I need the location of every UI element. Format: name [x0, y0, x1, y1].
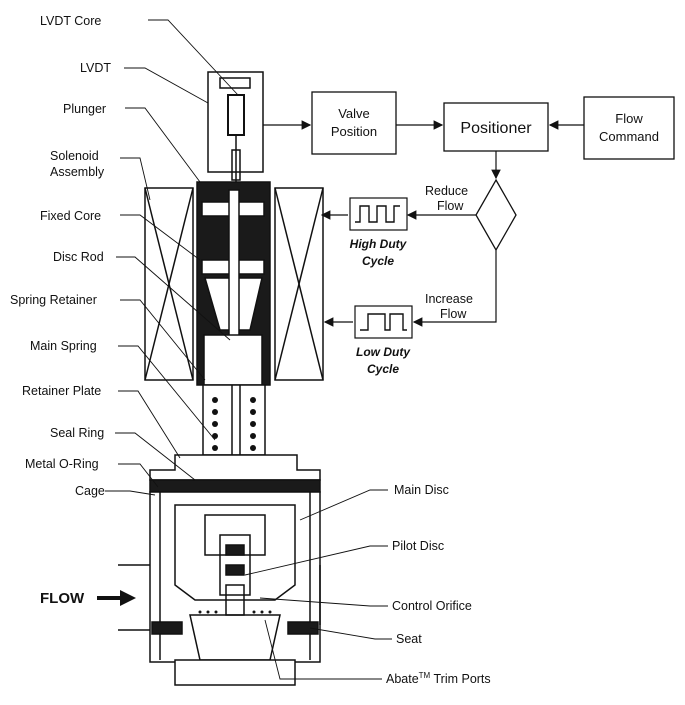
main-spring	[212, 397, 256, 451]
control-loop: Valve Position Positioner Flow Command R…	[263, 91, 675, 376]
label-seal-ring: Seal Ring	[50, 426, 104, 440]
low-duty-line1: Low Duty	[356, 345, 411, 359]
decision-diamond	[475, 178, 517, 252]
valve-position-line2: Position	[331, 124, 377, 139]
left-labels: LVDT Core LVDT Plunger Solenoid Assembly…	[10, 14, 111, 498]
seal-ring-band	[149, 479, 321, 493]
label-fixed-core: Fixed Core	[40, 209, 101, 223]
low-duty-wave	[360, 313, 407, 331]
label-lvdt-core: LVDT Core	[40, 14, 101, 28]
label-trim-ports: AbateTM Trim Ports	[386, 671, 491, 686]
lvdt-core	[227, 94, 245, 136]
valve-position-line1: Valve	[338, 106, 370, 121]
flow-label: FLOW	[40, 590, 85, 607]
right-labels: Main Disc Pilot Disc Control Orifice Sea…	[386, 483, 491, 686]
label-pilot-disc: Pilot Disc	[392, 539, 444, 553]
label-cage: Cage	[75, 484, 105, 498]
high-duty-line1: High Duty	[350, 237, 408, 251]
high-duty-line2: Cycle	[362, 254, 394, 268]
label-solenoid-line1: Solenoid	[50, 149, 99, 163]
label-solenoid-line2: Assembly	[50, 165, 105, 179]
positioner-label: Positioner	[460, 120, 532, 137]
positioner-box	[443, 102, 549, 152]
label-control-orifice: Control Orifice	[392, 599, 472, 613]
label-plunger: Plunger	[63, 102, 106, 116]
flow-command-line2: Command	[599, 129, 659, 144]
right-leader-lines	[244, 489, 392, 680]
low-duty-line2: Cycle	[367, 362, 399, 376]
flow-indicator: FLOW	[40, 590, 136, 607]
label-seat: Seat	[396, 632, 422, 646]
valve-cross-section	[118, 71, 324, 686]
flow-command-line1: Flow	[615, 111, 643, 126]
reduce-flow-line1: Reduce	[425, 184, 468, 198]
valve-position-box	[311, 91, 397, 155]
reduce-flow-line2: Flow	[437, 199, 464, 213]
label-main-disc: Main Disc	[394, 483, 449, 497]
label-disc-rod: Disc Rod	[53, 250, 104, 264]
label-retainer-plate: Retainer Plate	[22, 384, 101, 398]
increase-flow-line2: Flow	[440, 307, 467, 321]
high-duty-wave	[355, 205, 400, 223]
label-main-spring: Main Spring	[30, 339, 97, 353]
high-duty-box	[349, 197, 408, 231]
left-leader-lines	[105, 19, 239, 496]
label-spring-retainer: Spring Retainer	[10, 293, 97, 307]
trim-port-dots	[198, 610, 272, 614]
label-metal-o-ring: Metal O-Ring	[25, 457, 99, 471]
flow-command-box	[583, 96, 675, 160]
label-lvdt: LVDT	[80, 61, 111, 75]
increase-flow-line1: Increase	[425, 292, 473, 306]
